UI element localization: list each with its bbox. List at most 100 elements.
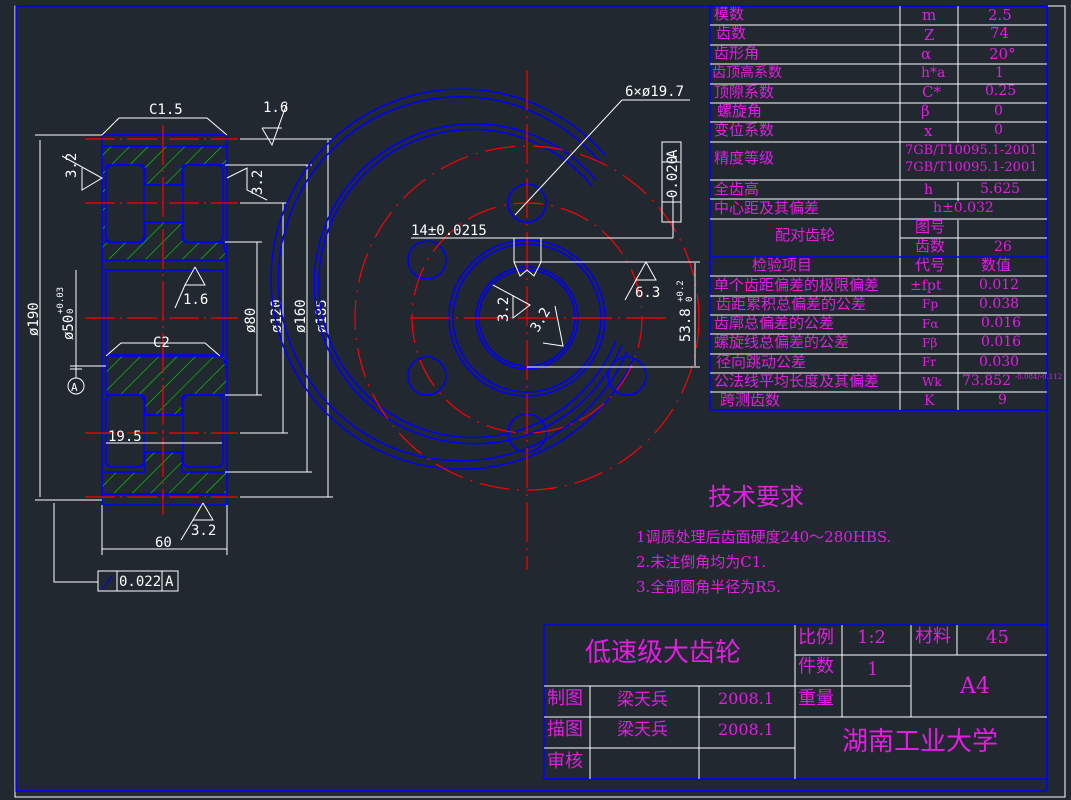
mating-drawing-no-label: 图号 (915, 218, 946, 236)
material-value: 45 (986, 627, 1009, 648)
param-value: 0 (994, 122, 1003, 138)
param-symbol: h*a (921, 65, 946, 81)
inspection-name: 公法线平均长度及其偏差 (714, 372, 880, 390)
inspection-symbol: Fp (922, 297, 939, 311)
tech-requirement-item: 2.未注倒角均为C1. (636, 553, 767, 571)
section-centerlines (85, 125, 238, 515)
inspection-symbol: Fβ (922, 336, 938, 350)
param-symbol: m (922, 6, 937, 24)
keyway-depth-tol-lower: 0 (685, 297, 695, 302)
inspection-name: 径向跳动公差 (716, 353, 807, 371)
param-value: 74 (990, 24, 1010, 42)
roughness-right-label: 3.2 (250, 170, 266, 195)
symmetry-datum: A (665, 149, 681, 158)
tech-requirements-title: 技术要求 (708, 483, 804, 511)
roughness-key-side1: 3.2 (496, 297, 512, 322)
lightening-hole (407, 240, 447, 280)
tech-requirement-item: 1调质处理后齿面硬度240～280HBS. (636, 528, 892, 546)
inspection-header-item: 检验项目 (752, 256, 813, 274)
inspection-header-value: 数值 (981, 256, 1012, 274)
inspection-symbol: Fr (922, 355, 937, 369)
mating-teeth-label: 齿数 (915, 237, 946, 255)
param-name: 顶隙系数 (714, 83, 775, 101)
dim-bore-label: ø50 (61, 315, 77, 340)
inspection-value: 9 (998, 392, 1007, 408)
dim-d80-label: ø80 (243, 308, 259, 333)
traced-date: 2008.1 (718, 720, 774, 739)
hatch-lower (101, 451, 228, 495)
datum-a-label: A (71, 381, 78, 394)
inspection-value: 0.030 (979, 354, 1020, 370)
inspection-value: 0.012 (979, 277, 1020, 293)
weight-label: 重量 (798, 688, 834, 709)
inspection-name: 齿距累积总偏差的公差 (716, 295, 867, 313)
param-symbol: x (924, 122, 933, 140)
runout-datum: A (165, 574, 174, 590)
dim-bore-tol-upper: +0.03 (56, 287, 66, 314)
inspection-symbol: K (924, 393, 935, 409)
param-value: 20° (989, 45, 1016, 63)
dim-d160-label: ø160 (293, 299, 309, 333)
datum-a-symbol (67, 365, 85, 395)
mating-gear-label: 配对齿轮 (775, 226, 836, 244)
holes-label: 6×ø19.7 (625, 84, 684, 100)
school-name: 湖南工业大学 (842, 727, 999, 757)
dim-outer-label: ø190 (26, 302, 42, 336)
traced-by: 梁天兵 (617, 720, 668, 740)
full-depth-label: 全齿高 (714, 180, 760, 198)
param-value: 0.25 (985, 83, 1017, 99)
material-label: 材料 (915, 626, 951, 647)
front-dimensions (411, 99, 700, 368)
lightening-hole (407, 356, 447, 396)
param-value: 2.5 (988, 6, 1012, 24)
keyway-depth-label: 53.8 (678, 308, 694, 342)
param-name: 变位系数 (714, 121, 775, 139)
param-name: 螺旋角 (717, 102, 763, 120)
accuracy-value-1: 7GB/T10095.1-2001 (905, 143, 1038, 158)
chamfer-hub-label: C2 (153, 335, 170, 351)
roughness-bottom-label: 3.2 (191, 523, 216, 539)
inspection-value: 73.852 (962, 373, 1011, 389)
sheet-size: A4 (960, 674, 990, 699)
roughness-bore-label: 1.6 (183, 292, 208, 308)
tech-requirement-item: 3.全部圆角半径为R5. (636, 578, 781, 596)
center-distance-label: 中心距及其偏差 (714, 199, 820, 217)
param-symbol: β (921, 102, 930, 120)
roughness-keyway-label: 6.3 (635, 285, 660, 301)
param-symbol: Z (924, 26, 935, 44)
keyway-depth-tol-upper: +0.2 (676, 280, 686, 302)
center-distance-value: h±0.032 (933, 200, 994, 216)
front-view (270, 70, 700, 570)
drawn-by: 梁天兵 (617, 690, 668, 710)
param-symbol: α (921, 45, 932, 63)
full-depth-symbol: h (924, 182, 934, 198)
param-table-grid (709, 5, 1048, 411)
accuracy-value-2: 7GB/T10095.1-2001 (905, 160, 1038, 175)
section-view (35, 102, 333, 592)
inspection-value: 0.016 (981, 315, 1022, 331)
inspection-value: 0.038 (979, 296, 1020, 312)
param-name: 齿数 (716, 24, 747, 42)
drawn-date: 2008.1 (718, 689, 774, 708)
front-outlines (270, 88, 647, 470)
inspection-name: 单个齿距偏差的极限偏差 (714, 276, 880, 294)
gear-outline (101, 134, 228, 506)
drawn-label: 制图 (547, 688, 583, 709)
symmetry-tol-value: 0.020 (665, 156, 681, 198)
traced-label: 描图 (547, 719, 583, 740)
web-dim-label: 19.5 (108, 429, 142, 445)
inspection-header-code: 代号 (915, 256, 946, 274)
inspection-name: 螺旋线总偏差的公差 (714, 333, 850, 351)
width-dim-label: 60 (155, 535, 172, 551)
keyway-width-label: 14±0.0215 (411, 223, 487, 239)
mating-teeth-value: 26 (994, 239, 1012, 255)
dim-bore-tol-lower: 0 (66, 309, 76, 314)
inspection-symbol: ±fpt (910, 278, 942, 294)
qty-value: 1 (867, 659, 879, 680)
runout-frame (97, 570, 179, 592)
front-centerlines (354, 70, 700, 570)
scale-value: 1:2 (857, 627, 886, 648)
qty-label: 件数 (798, 656, 834, 677)
inspection-value: 0.016 (981, 334, 1022, 350)
